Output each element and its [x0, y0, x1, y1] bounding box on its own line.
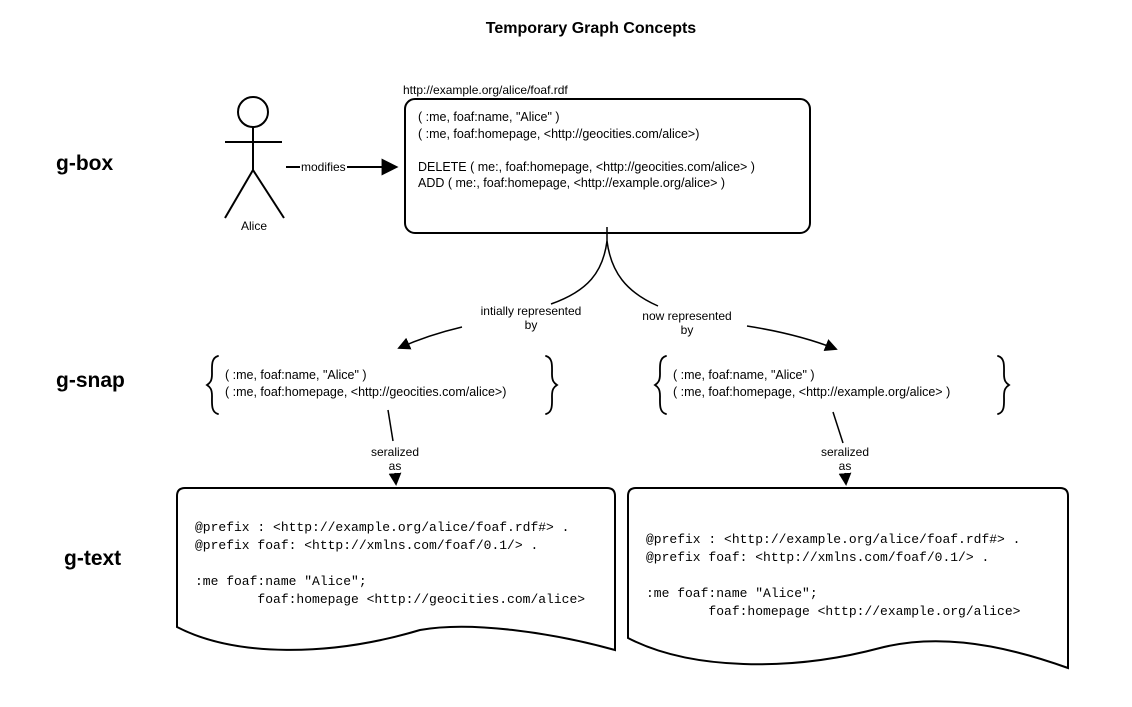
right-serialize-arrowhead: [838, 472, 852, 486]
right-open-brace-shape: [653, 355, 667, 415]
right-branch-label: now represented by: [642, 309, 732, 337]
gsnap-braces: [205, 355, 1011, 415]
gtext-documents: [176, 487, 1069, 670]
gbox-url-label: http://example.org/alice/foaf.rdf: [403, 83, 568, 97]
fork-right-curve: [606, 240, 659, 307]
left-document-shape: [176, 487, 616, 652]
actor-name-label: Alice: [240, 219, 267, 233]
fork-arrows: [397, 227, 838, 351]
gsnap-right-content: ( :me, foaf:name, "Alice" ) ( :me, foaf:…: [673, 368, 951, 399]
gsnap-row-label: g-snap: [56, 369, 125, 392]
left-branch-arrow: [397, 326, 463, 350]
fork-left-curve: [550, 240, 608, 305]
left-serialize-line: [387, 409, 394, 442]
gbox-row-label: g-box: [56, 152, 114, 175]
left-close-brace-shape: [545, 355, 559, 415]
gtext-row-label: g-text: [64, 547, 122, 570]
right-serialize-line: [832, 411, 844, 444]
stick-figure-right-leg: [252, 169, 285, 219]
gtext-right-content: @prefix : <http://example.org/alice/foaf…: [646, 532, 1021, 619]
left-open-brace-shape: [205, 355, 219, 415]
left-serialize-arrowhead: [388, 472, 402, 486]
gtext-left-content: @prefix : <http://example.org/alice/foaf…: [195, 520, 586, 607]
stick-figure: [224, 96, 285, 219]
left-serialized-label: seralized as: [370, 445, 420, 473]
right-close-brace-shape: [997, 355, 1011, 415]
modifies-label: modifies: [300, 160, 347, 174]
stick-figure-left-leg: [224, 169, 254, 219]
stick-figure-head: [237, 96, 269, 128]
right-branch-arrow: [746, 325, 838, 351]
serialization-arrows: [387, 409, 852, 486]
right-document-shape: [627, 487, 1069, 670]
left-branch-label: intially represented by: [480, 304, 582, 332]
gbox-content: ( :me, foaf:name, "Alice" ) ( :me, foaf:…: [418, 110, 755, 190]
diagram-title: Temporary Graph Concepts: [485, 20, 697, 37]
gsnap-left-content: ( :me, foaf:name, "Alice" ) ( :me, foaf:…: [225, 368, 507, 399]
right-serialized-label: seralized as: [820, 445, 870, 473]
